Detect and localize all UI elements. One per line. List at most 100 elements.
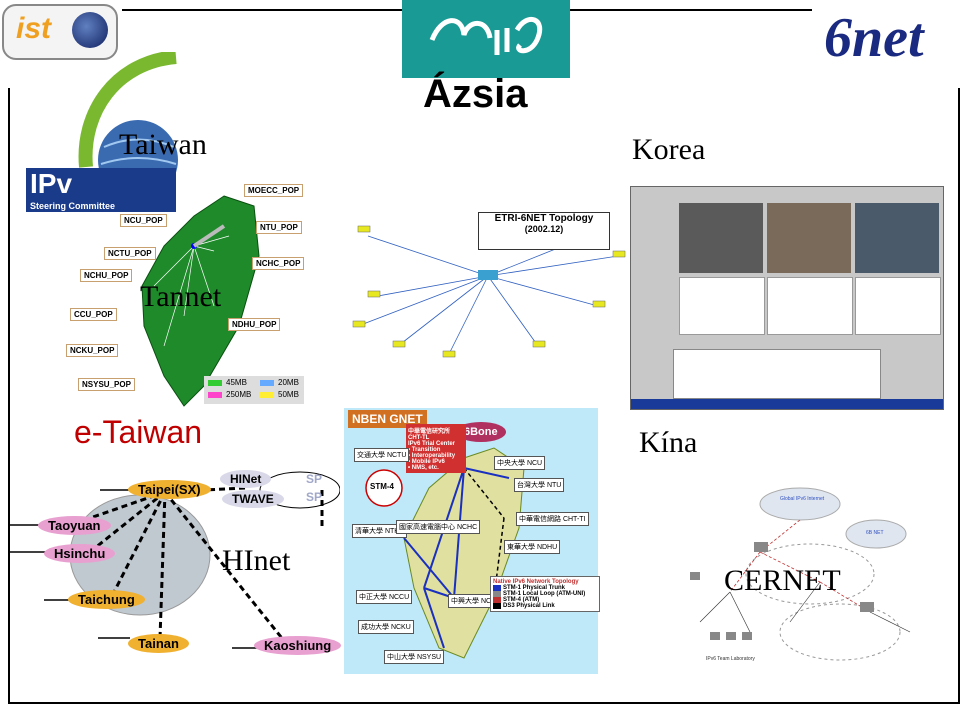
ipv6-logo-text: IPv — [30, 168, 73, 199]
cht-line-6: • Mobile IPv6 — [408, 459, 445, 465]
cernet-diagram: Global IPv6 Internet 6B NET IPv6 Team La… — [670, 482, 932, 672]
node-twave: TWAVE — [222, 490, 284, 508]
sixnet-logo-text: 6net — [824, 7, 924, 69]
video-panel-2 — [767, 203, 851, 273]
nben-node-nsysu: 中山大學 NSYSU — [384, 650, 445, 664]
stats-panel-2 — [767, 277, 853, 335]
nben-map: NBEN GNET 6Bone STM-4 中華電信研究所 CHT-TL IPv… — [344, 408, 600, 674]
left-border-line — [8, 88, 10, 703]
cernet-6bnet-label: 6B NET — [866, 530, 884, 536]
cernet-lab-label: IPv6 Team Laboratory — [706, 656, 755, 662]
tannet-legend: 45MB 20MB 250MB 50MB — [204, 376, 304, 404]
nben-node-nchc: 國家高速電腦中心 NCHC — [396, 520, 481, 534]
pop-ntu: NTU_POP — [256, 221, 302, 234]
hinet-diagram: Taipei(SX) HINet TWAVE SP SP Taoyuan Hsi… — [0, 460, 342, 670]
cernet-global-label: Global IPv6 Internet — [780, 496, 825, 502]
hinet-label: HInet — [222, 544, 291, 577]
miif-logo — [402, 0, 570, 78]
page-title: Ázsia — [423, 72, 528, 116]
nben-node-nctu: 交通大學 NCTU — [354, 448, 410, 462]
korea-topology-subtitle: (2002.12) — [524, 224, 564, 234]
cht-line-4: • Transition — [408, 447, 441, 453]
node-taichung: Taichung — [68, 590, 145, 609]
pop-nchc: NCHC_POP — [252, 257, 305, 270]
cernet-label: CERNET — [724, 564, 841, 597]
korea-topology-titlebox: ETRI-6NET Topology (2002.12) — [478, 212, 610, 250]
tannet-label: Tannet — [140, 280, 222, 313]
miif-logo-graphic — [429, 17, 543, 55]
node-taoyuan: Taoyuan — [38, 516, 111, 535]
cht-line-7: • NMS, etc. — [408, 465, 439, 471]
pop-ndhu: NDHU_POP — [228, 318, 281, 331]
cht-line-5: • Interoperability — [408, 453, 456, 459]
video-panel-1 — [679, 203, 763, 273]
ist-logo-text: ist — [16, 12, 52, 45]
pop-moecc: MOECC_POP — [244, 184, 304, 197]
legend-45mb: 45MB — [226, 378, 247, 387]
nben-title: NBEN GNET — [348, 410, 427, 428]
bottom-border-line — [8, 702, 960, 704]
right-border-line — [958, 88, 960, 703]
nben-legend-item-3: STM-4 (ATM) — [493, 597, 597, 603]
nben-node-ndhu: 東華大學 NDHU — [504, 540, 561, 554]
legend-50mb: 50MB — [278, 390, 299, 399]
kina-label: Kína — [639, 426, 698, 459]
legend-swatch-250mb — [208, 392, 222, 398]
legend-swatch-50mb — [260, 392, 274, 398]
legend-250mb: 250MB — [226, 390, 252, 399]
korea-topology: ETRI-6NET Topology (2002.12) — [338, 196, 638, 370]
korea-screenshot — [630, 186, 944, 410]
pop-nsysu: NSYSU_POP — [78, 378, 135, 391]
nben-legend-item-4: DS3 Physical Link — [493, 603, 597, 609]
pop-ncu: NCU_POP — [120, 214, 167, 227]
node-hsinchu: Hsinchu — [44, 544, 116, 563]
nben-legend: Native IPv6 Network Topology STM-1 Physi… — [490, 576, 600, 612]
legend-swatch-20mb — [260, 380, 274, 386]
korea-topology-graphic — [352, 225, 626, 358]
sp-label-1: SP — [306, 472, 323, 486]
legend-20mb: 20MB — [278, 378, 299, 387]
legend-swatch-45mb — [208, 380, 222, 386]
ipv6-logo-badge: IPv Steering Committee — [26, 168, 176, 212]
taiwan-label: Taiwan — [119, 128, 207, 161]
nben-node-nccu: 中正大學 NCCU — [356, 590, 413, 604]
e-taiwan-label: e-Taiwan — [74, 414, 203, 450]
cht-box: 中華電信研究所 CHT-TL IPv6 Trial Center • Trans… — [406, 424, 466, 473]
console-panel — [673, 349, 881, 399]
eu-globe-icon — [72, 12, 108, 48]
pop-ccu: CCU_POP — [70, 308, 117, 321]
nben-legend-item-2: STM-1 Local Loop (ATM-UNI) — [493, 591, 597, 597]
node-hinet: HINet — [220, 470, 272, 488]
nben-node-ntu: 台灣大學 NTU — [514, 478, 565, 492]
stm-label: STM-4 — [370, 482, 394, 491]
ipv6-logo: IPv Steering Committee — [26, 50, 202, 214]
cht-line-2: CHT-TL — [408, 435, 430, 441]
korea-topology-title: ETRI-6NET Topology — [494, 213, 594, 224]
node-taipei: Taipei(SX) — [128, 480, 211, 499]
stats-panel-3 — [855, 277, 941, 335]
nben-island — [365, 447, 525, 659]
pop-nchu: NCHU_POP — [80, 269, 133, 282]
nben-node-ncku: 成功大學 NCKU — [358, 620, 414, 634]
ist-logo: ist — [2, 4, 118, 60]
cht-line-3: IPv6 Trial Center — [408, 441, 456, 447]
nben-node-cht-ti: 中華電信網路 CHT-TI — [516, 512, 589, 526]
tannet-island — [141, 195, 260, 407]
pop-ncku: NCKU_POP — [66, 344, 119, 357]
stats-panel-1 — [679, 277, 765, 335]
sixnet-logo: 6net — [818, 2, 958, 80]
node-kaoshiung: Kaoshiung — [254, 636, 342, 655]
video-panel-3 — [855, 203, 939, 273]
sixbone-badge: 6Bone — [456, 422, 506, 442]
taskbar — [631, 399, 943, 409]
nben-legend-item-1: STM-1 Physical Trunk — [493, 585, 597, 591]
korea-label: Korea — [632, 133, 706, 166]
node-tainan: Tainan — [128, 634, 189, 653]
pop-nctu: NCTU_POP — [104, 247, 156, 260]
sp-label-2: SP — [306, 490, 323, 504]
nben-legend-title: Native IPv6 Network Topology — [493, 579, 579, 585]
cht-line-1: 中華電信研究所 — [408, 429, 451, 435]
cernet-lines — [690, 487, 911, 661]
steering-committee-text: Steering Committee — [30, 201, 116, 211]
tannet-map: Tannet — [64, 176, 316, 408]
